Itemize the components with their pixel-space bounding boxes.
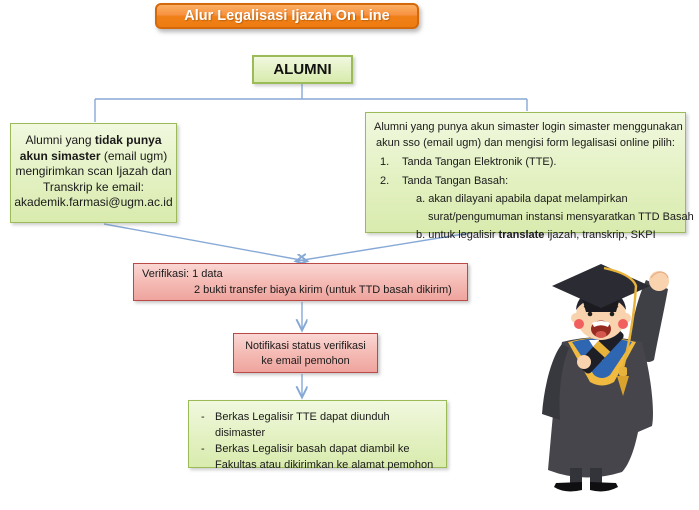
- text-segment: (email ugm): [100, 148, 168, 163]
- notification-node: Notifikasi status verifikasi ke email pe…: [233, 333, 378, 373]
- text-segment: mengirimkan scan Ijazah dan: [15, 164, 172, 179]
- text-segment: 2 bukti transfer biaya kirim (untuk TTD …: [194, 283, 452, 296]
- text-line: akun sso (email ugm) dan mengisi form le…: [374, 135, 677, 151]
- text-segment: akademik.farmasi@ugm.ac.id: [14, 195, 173, 210]
- text-line: b. untuk legalisir translate ijazah, tra…: [374, 227, 677, 243]
- text-line: 1. Tanda Tangan Elektronik (TTE).: [374, 154, 677, 170]
- text-line: -Berkas Legalisir TTE dapat diunduh disi…: [195, 409, 438, 441]
- text-segment: Transkrip ke email:: [43, 179, 144, 194]
- text-segment: tidak punya: [94, 133, 162, 147]
- text-segment: -: [201, 443, 205, 455]
- text-segment: -: [201, 411, 205, 423]
- title-banner: Alur Legalisasi Ijazah On Line: [155, 3, 419, 29]
- text-segment: 2.: [380, 175, 390, 187]
- text-line: mengirimkan scan Ijazah dan: [11, 164, 176, 180]
- verification-node: Verifikasi: 1 data 2 bukti transfer biaya…: [133, 263, 468, 301]
- text-line: Verifikasi: 1 data: [142, 267, 459, 283]
- text-line: 2 bukti transfer biaya kirim (untuk TTD …: [142, 283, 459, 299]
- text-segment: Tanda Tangan Basah:: [402, 175, 509, 187]
- text-segment: Verifikasi: 1 data: [142, 268, 223, 280]
- arrow-left-to-verify: [103, 223, 306, 261]
- text-line: a. akan dilayani apabila dapat melampirk…: [374, 191, 677, 207]
- text-segment: akun sso (email ugm) dan mengisi form le…: [376, 137, 675, 149]
- notification-line-2: ke email pemohon: [261, 355, 350, 367]
- text-line: Alumni yang tidak punya: [11, 133, 176, 149]
- text-segment: akun simaster: [19, 148, 101, 163]
- graduate-illustration: [542, 264, 669, 492]
- text-segment: Berkas Legalisir TTE dapat diunduh disim…: [215, 411, 390, 439]
- text-segment: surat/pengumuman instansi mensyaratkan T…: [428, 211, 694, 223]
- text-segment: a. akan dilayani apabila dapat melampirk…: [416, 193, 628, 205]
- text-segment: Tanda Tangan Elektronik (TTE).: [402, 156, 557, 168]
- text-line: Alumni yang punya akun simaster login si…: [374, 119, 683, 135]
- with-simaster-node: Alumni yang punya akun simaster login si…: [365, 112, 694, 241]
- text-segment: 1.: [380, 156, 390, 168]
- text-line: 2. Tanda Tangan Basah:: [374, 173, 677, 189]
- text-segment: Berkas Legalisir basah dapat diambil ke …: [215, 443, 434, 471]
- text-line: surat/pengumuman instansi mensyaratkan T…: [374, 209, 694, 225]
- notification-line-1: Notifikasi status verifikasi: [245, 340, 366, 352]
- text-segment: Alumni yang punya akun simaster login si…: [374, 121, 683, 133]
- text-segment: b. untuk legalisir: [416, 229, 499, 241]
- text-line: -Berkas Legalisir basah dapat diambil ke…: [195, 441, 438, 473]
- text-line: Transkrip ke email:: [11, 180, 176, 196]
- result-node: -Berkas Legalisir TTE dapat diunduh disi…: [188, 400, 447, 471]
- text-segment: translate: [498, 229, 545, 241]
- text-segment: Alumni yang: [25, 133, 95, 147]
- text-line: akun simaster (email ugm): [11, 149, 176, 165]
- alumni-node: ALUMNI: [252, 55, 353, 84]
- text-segment: ijazah, transkrip, SKPI: [544, 229, 656, 241]
- text-line: akademik.farmasi@ugm.ac.id: [11, 195, 176, 211]
